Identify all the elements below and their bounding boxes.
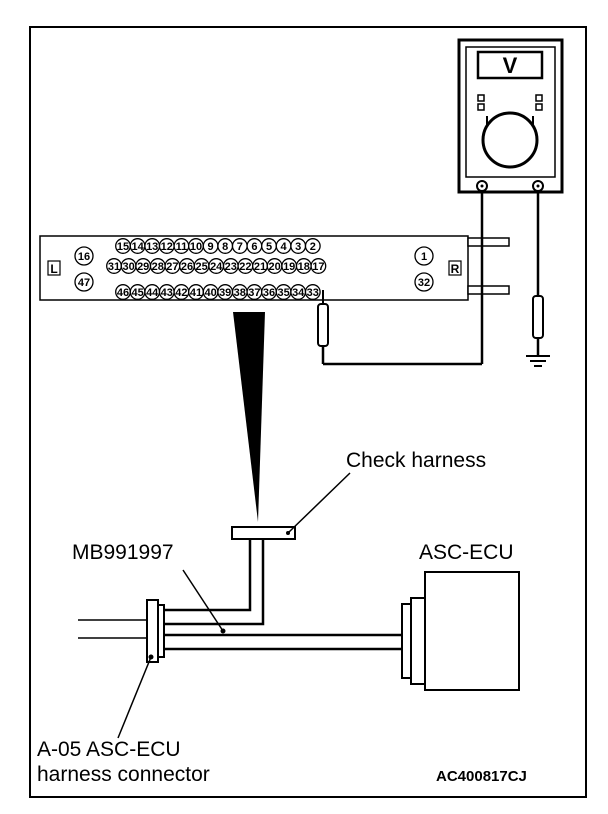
connector-pin-number: 43 bbox=[161, 287, 173, 299]
callout-pointer bbox=[233, 312, 265, 522]
connector-pin-number: 29 bbox=[137, 261, 149, 273]
figure-frame bbox=[29, 26, 587, 798]
connector-pin-number: 28 bbox=[152, 261, 164, 273]
ecu-connector bbox=[401, 597, 426, 685]
connector-pin-circle bbox=[74, 246, 94, 266]
connector-pin-number: 36 bbox=[263, 287, 275, 299]
meter-display-label: V bbox=[503, 53, 518, 78]
connector-pin-number: 17 bbox=[312, 261, 324, 273]
connector-pin-circle bbox=[74, 272, 94, 292]
connector-pin-number: 10 bbox=[190, 241, 202, 253]
check-harness-connector bbox=[231, 526, 296, 540]
test-probe bbox=[317, 303, 329, 347]
connector-pin-number: 12 bbox=[161, 241, 173, 253]
connector-pin-number: 6 bbox=[251, 241, 257, 253]
connector-pin-number: 9 bbox=[208, 241, 214, 253]
connector-pin-number: 15 bbox=[117, 241, 129, 253]
connector-pin-number: 30 bbox=[122, 261, 134, 273]
connector-pin-number: 24 bbox=[210, 261, 223, 273]
connector-pin-number: 34 bbox=[292, 287, 305, 299]
connector-pin-number: 22 bbox=[239, 261, 251, 273]
connector-pin-number: 4 bbox=[281, 241, 288, 253]
connector-pin-number: 23 bbox=[225, 261, 237, 273]
connector-pin-number: 16 bbox=[78, 251, 90, 263]
test-leads bbox=[317, 191, 544, 366]
asc-ecu-label: ASC-ECU bbox=[419, 541, 514, 564]
connector-pin-number: 11 bbox=[176, 241, 188, 253]
check-harness-label: Check harness bbox=[346, 449, 486, 472]
connector-pin-number: 21 bbox=[254, 261, 266, 273]
tool-number-label: MB991997 bbox=[72, 541, 174, 564]
connector-pin-number: 46 bbox=[117, 287, 129, 299]
harness-connector-label-line1: A-05 ASC-ECU bbox=[37, 738, 181, 761]
connector-pin-number: 1 bbox=[421, 251, 427, 263]
connector-pin-circle bbox=[310, 258, 327, 274]
connector-pin-number: 40 bbox=[204, 287, 216, 299]
connector-pin-number: 18 bbox=[298, 261, 310, 273]
connector-pin-number: 47 bbox=[78, 277, 90, 289]
connector-pin-circle bbox=[304, 284, 321, 300]
connector-pin-number: 2 bbox=[310, 241, 316, 253]
connector-pin-number: 37 bbox=[248, 287, 260, 299]
harness-connector-label-line2: harness connector bbox=[37, 763, 210, 786]
connector-pin-number: 5 bbox=[266, 241, 272, 253]
connector-pin-number: 39 bbox=[219, 287, 231, 299]
connector-pin-number: 14 bbox=[131, 241, 144, 253]
connector-pin-number: 44 bbox=[146, 287, 159, 299]
connector-pin-number: 26 bbox=[181, 261, 193, 273]
check-harness-adapter bbox=[147, 526, 296, 626]
connector-pin-number: 25 bbox=[195, 261, 207, 273]
harness-connector-a05 bbox=[146, 599, 165, 663]
connector-pin-circle bbox=[414, 246, 434, 266]
asc-ecu-unit bbox=[424, 571, 520, 691]
connector-pin-circle bbox=[414, 272, 434, 292]
connector-side-right: R bbox=[451, 262, 460, 276]
vehicle-harness-wires bbox=[78, 619, 147, 639]
connector-pin-circle bbox=[304, 238, 321, 254]
connector-pin-number: 33 bbox=[307, 287, 319, 299]
connector-pin-number: 35 bbox=[277, 287, 289, 299]
figure-code: AC400817CJ bbox=[436, 768, 527, 785]
connector-pin-number: 38 bbox=[234, 287, 246, 299]
ground-icon bbox=[526, 355, 550, 367]
meter-display bbox=[476, 50, 544, 80]
connector-pin-number: 32 bbox=[418, 277, 430, 289]
connector-pin-number: 13 bbox=[146, 241, 158, 253]
meter-dial bbox=[481, 111, 539, 169]
connector-pin-number: 8 bbox=[222, 241, 228, 253]
leader-lines bbox=[117, 472, 351, 739]
connector-pin-number: 20 bbox=[268, 261, 280, 273]
connector-pin-number: 19 bbox=[283, 261, 295, 273]
connector-pin-number: 3 bbox=[295, 241, 301, 253]
connector-side-left: L bbox=[50, 262, 57, 276]
voltmeter: V bbox=[457, 38, 564, 194]
connector-pin-number: 41 bbox=[190, 287, 202, 299]
ground-probe bbox=[532, 295, 544, 339]
connector-pin-number: 27 bbox=[166, 261, 178, 273]
mb991997-cable bbox=[163, 628, 402, 651]
connector-pin-number: 7 bbox=[237, 241, 243, 253]
connector-pin-number: 45 bbox=[131, 287, 143, 299]
connector-pin-number: 31 bbox=[108, 261, 120, 273]
connector-pin-number: 42 bbox=[175, 287, 187, 299]
